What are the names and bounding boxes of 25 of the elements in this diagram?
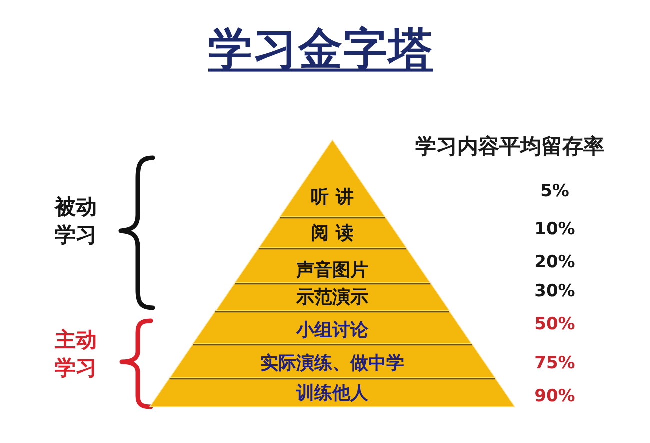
pyramid-level bbox=[170, 344, 496, 378]
retention-rate: 50% bbox=[534, 316, 576, 334]
level-label: 听讲 bbox=[310, 188, 361, 208]
pyramid-level bbox=[193, 311, 472, 344]
retention-rate: 30% bbox=[534, 282, 576, 302]
retention-rate: 75% bbox=[534, 354, 576, 374]
retention-rate: 20% bbox=[534, 254, 576, 272]
pyramid-level bbox=[150, 378, 515, 407]
retention-rate: 10% bbox=[534, 220, 576, 240]
level-label: 训练他人 bbox=[296, 384, 368, 404]
level-label: 示范演示 bbox=[296, 288, 368, 308]
pyramid-level bbox=[234, 248, 430, 283]
pyramid-level bbox=[258, 217, 406, 248]
column-heading: 学习内容平均留存率 bbox=[416, 135, 604, 159]
level-label: 小组讨论 bbox=[296, 321, 368, 341]
retention-rate: 5% bbox=[540, 182, 570, 202]
title: 学习金字塔 bbox=[208, 26, 434, 74]
pyramid-level bbox=[216, 283, 450, 311]
level-label: 实际演练、做中学 bbox=[260, 354, 404, 374]
side-label: 主动学习 bbox=[55, 327, 98, 382]
pyramid-level bbox=[280, 140, 386, 217]
level-label: 声音图片 bbox=[296, 261, 368, 281]
retention-rate: 90% bbox=[534, 388, 576, 406]
level-label: 阅读 bbox=[310, 224, 361, 244]
side-label: 被动学习 bbox=[55, 194, 98, 249]
